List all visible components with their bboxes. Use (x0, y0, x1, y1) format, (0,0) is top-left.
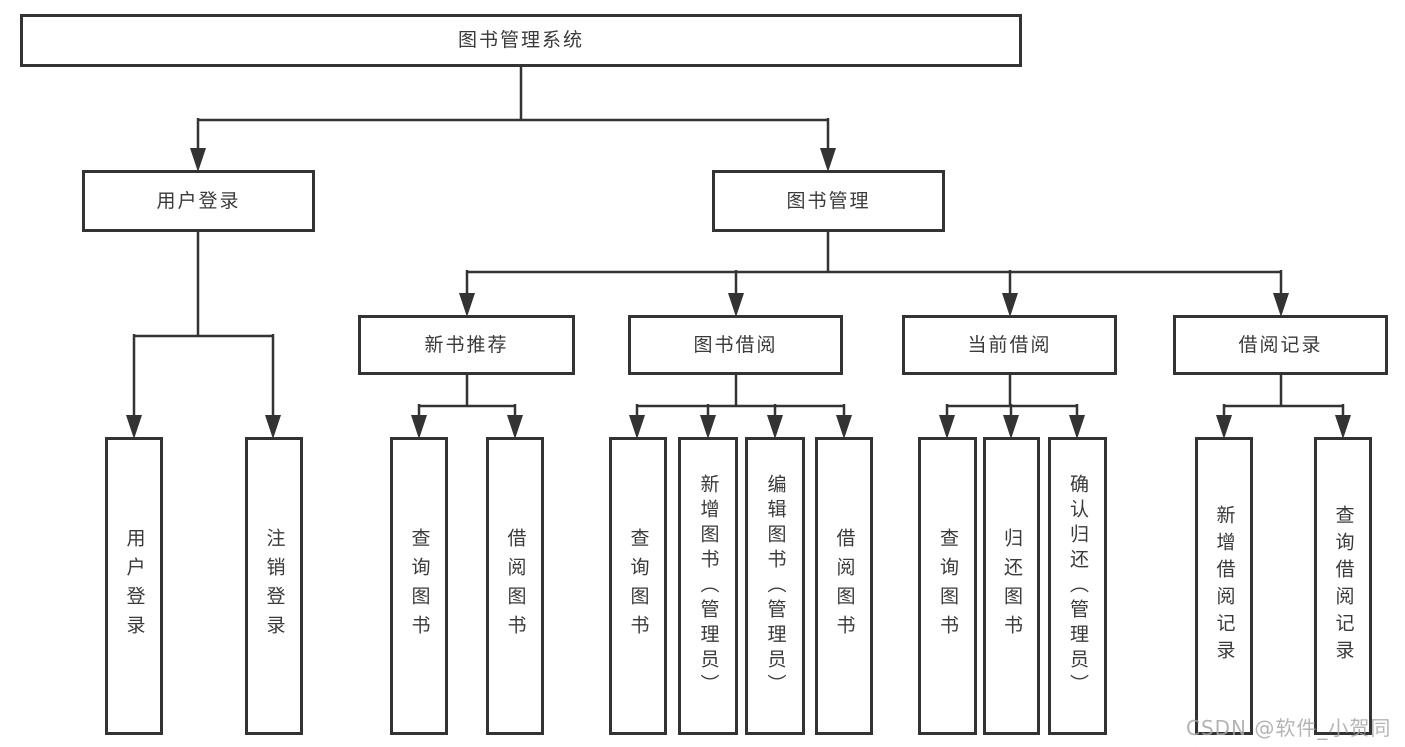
leaf-edit-books-admin: 编辑图书（管理员） (745, 437, 805, 735)
leaf-user-login: 用户登录 (105, 437, 163, 735)
leaf-query-books-1: 查询图书 (390, 437, 448, 735)
node-current-borrow: 当前借阅 (902, 315, 1117, 375)
node-new-book-recommend: 新书推荐 (358, 315, 575, 375)
csdn-watermark: CSDN @软件_小贺同学 (1186, 716, 1392, 747)
node-user-login-branch: 用户登录 (82, 170, 315, 232)
leaf-borrow-books-2: 借阅图书 (815, 437, 873, 735)
leaf-borrow-books-1: 借阅图书 (486, 437, 544, 735)
leaf-query-books-3: 查询图书 (918, 437, 977, 735)
leaf-confirm-return-admin: 确认归还（管理员） (1048, 437, 1107, 735)
node-book-borrow: 图书借阅 (628, 315, 843, 375)
node-borrow-records: 借阅记录 (1173, 315, 1388, 375)
node-root-system: 图书管理系统 (20, 14, 1022, 67)
leaf-add-books-admin: 新增图书（管理员） (678, 437, 738, 735)
leaf-query-books-2: 查询图书 (609, 437, 667, 735)
leaf-logout: 注销登录 (245, 437, 303, 735)
leaf-add-borrow-record: 新增借阅记录 (1195, 437, 1253, 735)
leaf-query-borrow-record: 查询借阅记录 (1314, 437, 1372, 735)
node-book-management-branch: 图书管理 (712, 170, 945, 232)
leaf-return-books: 归还图书 (983, 437, 1040, 735)
